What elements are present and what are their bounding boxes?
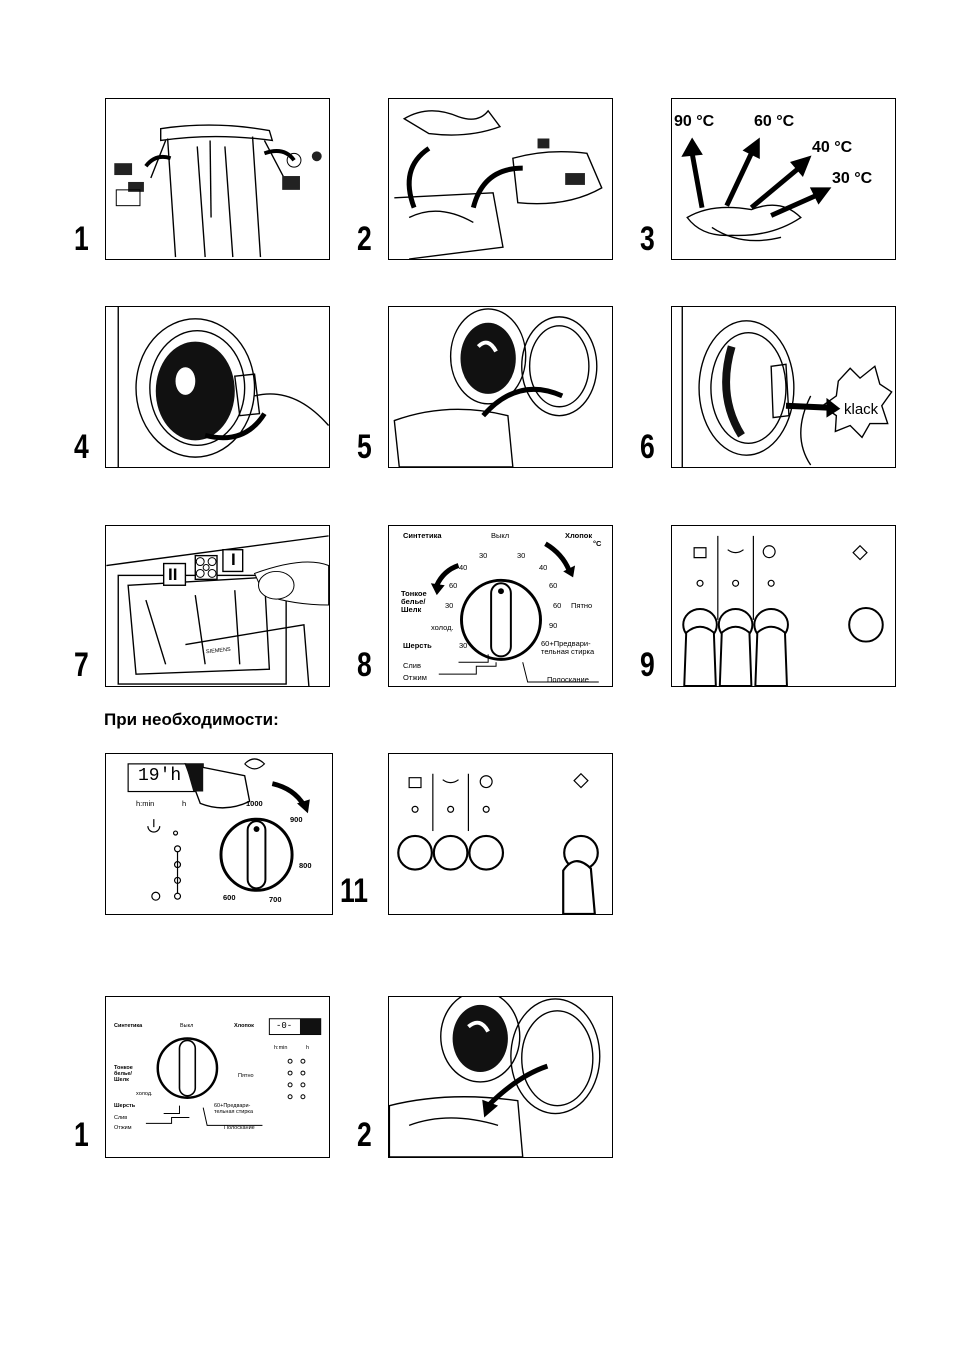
step-10-spin-speed-panel: 19'h h:min h 1000 900 800 700 600 — [105, 753, 333, 915]
dial-temp-30a: 30 — [479, 551, 488, 560]
step-4-open-door-illustration — [105, 306, 330, 468]
end-dial-off: Выкл — [180, 1023, 194, 1029]
trousers-pockets-drawing — [114, 124, 322, 258]
compartment-ii-label: II — [168, 565, 178, 584]
dial-drain: Слив — [403, 661, 421, 670]
dial-temp-40b: 40 — [539, 563, 548, 572]
detergent-drawer-drawing — [106, 535, 329, 686]
step-number-3: 3 — [640, 220, 655, 258]
laundry-basket-drawing — [394, 109, 603, 259]
dial-off: Выкл — [491, 531, 510, 540]
end-display: -0- — [276, 1021, 293, 1031]
end-dial-drain: Слив — [114, 1115, 128, 1121]
dial-temp-30d: 30 — [517, 551, 526, 560]
step-number-2: 2 — [357, 220, 372, 258]
dial-temp-60c: 60 — [553, 601, 562, 610]
dial-temp-30c: 30 — [459, 641, 468, 650]
dial-delicates: Тонкое белье/ Шелк — [401, 589, 427, 614]
end-dial-cold: холод. — [136, 1091, 153, 1097]
dial-cotton-unit: °C — [593, 539, 602, 548]
end-step-2-unload-laundry-illustration — [388, 996, 613, 1158]
end-dial-cotton: Хлопок — [234, 1023, 254, 1029]
hmin-label: h:min — [136, 799, 155, 808]
dial-temp-90: 90 — [549, 621, 558, 630]
speed-900: 900 — [290, 815, 303, 824]
step-number-end-2: 2 — [357, 1116, 372, 1154]
step-number-end-1: 1 — [74, 1116, 89, 1154]
step-11-start-button-panel — [388, 753, 613, 915]
if-necessary-heading: При необходимости: — [104, 710, 279, 729]
step-number-8: 8 — [357, 646, 372, 684]
temp-30-label: 30 °C — [832, 170, 873, 187]
speed-600: 600 — [223, 893, 236, 902]
dial-prewash: 60+Предвари- тельная стирка — [541, 639, 595, 656]
step-number-9: 9 — [640, 646, 655, 684]
end-dial-synthetics: Синтетика — [114, 1023, 143, 1029]
temp-40-label: 40 °C — [812, 139, 853, 156]
dial-rinse: Полоскание — [547, 675, 589, 684]
dial-temp-60b: 60 — [549, 581, 558, 590]
spin-dial-drawing — [127, 758, 310, 901]
step-2-sort-laundry-illustration — [388, 98, 613, 260]
speed-1000: 1000 — [246, 799, 263, 808]
loading-drum-drawing — [393, 308, 598, 467]
step-number-11: 11 — [340, 872, 369, 910]
program-dial-drawing — [430, 541, 599, 683]
step-7-detergent-drawer-illustration: II I SIEMENS — [105, 525, 330, 687]
dial-cotton: Хлопок — [565, 531, 593, 540]
end-hmin-label: h:min — [274, 1045, 288, 1051]
step-number-7: 7 — [74, 646, 89, 684]
temperature-arrows-drawing — [681, 137, 832, 242]
speed-800: 800 — [299, 861, 312, 870]
dial-cold: холод. — [431, 623, 454, 632]
temp-90-label: 90 °C — [674, 113, 715, 130]
temp-60-label: 60 °C — [754, 113, 795, 130]
dial-synthetics: Синтетика — [403, 531, 442, 540]
dial-temp-30b: 30 — [445, 601, 454, 610]
delay-display: 19'h — [138, 766, 182, 786]
unloading-drum-drawing — [389, 997, 601, 1157]
dial-off-drawing — [145, 1018, 322, 1126]
step-9-option-buttons-panel — [671, 525, 896, 687]
step-5-load-laundry-illustration — [388, 306, 613, 468]
closing-door-drawing — [681, 307, 893, 467]
dial-stain: Пятно — [571, 601, 593, 610]
step-number-4: 4 — [74, 428, 89, 466]
end-dial-rinse: Полоскание — [224, 1125, 255, 1131]
step-number-6: 6 — [640, 428, 655, 466]
step-3-temperature-illustration: 90 °C 60 °C 40 °C 30 °C — [671, 98, 896, 260]
end-dial-delicates: Тонкое белье/ Шелк — [114, 1065, 133, 1083]
compartment-i-label: I — [231, 550, 236, 569]
hours-label: h — [182, 799, 187, 808]
end-step-1-dial-off-panel: Синтетика Выкл Хлопок Тонкое белье/ Шелк… — [105, 996, 330, 1158]
klack-label: klack — [844, 401, 879, 418]
option-buttons-drawing — [682, 535, 884, 686]
speed-700: 700 — [269, 895, 282, 904]
step-8-program-dial-panel: Синтетика Выкл Хлопок °C Тонкое белье/ Ш… — [388, 525, 613, 687]
end-dial-prewash: 60+Предвари- тельная стирка — [214, 1103, 253, 1115]
end-dial-wool: Шерсть — [114, 1103, 136, 1109]
end-hours-label: h — [306, 1045, 310, 1051]
start-button-drawing — [397, 772, 599, 914]
step-6-close-door-illustration: klack — [671, 306, 896, 468]
dial-temp-40a: 40 — [459, 563, 468, 572]
end-dial-spin: Отжим — [114, 1125, 132, 1131]
step-number-1: 1 — [74, 220, 89, 258]
open-door-drawing — [117, 307, 329, 467]
dial-spin: Отжим — [403, 673, 427, 682]
step-number-5: 5 — [357, 428, 372, 466]
step-1-empty-pockets-illustration — [105, 98, 330, 260]
end-dial-stain: Пятно — [238, 1073, 254, 1079]
dial-temp-60a: 60 — [449, 581, 458, 590]
dial-wool: Шерсть — [403, 641, 432, 650]
